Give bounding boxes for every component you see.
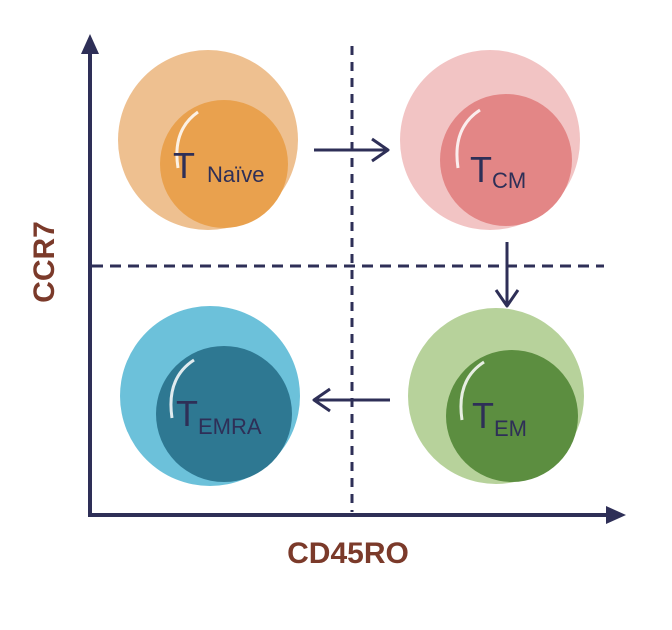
svg-text:TEMRA: TEMRA: [176, 393, 262, 439]
effector-memory-t-cell: TEM: [408, 308, 584, 484]
axes: [81, 34, 626, 524]
em-inner-circle: [446, 350, 578, 482]
cm-subscript: CM: [492, 168, 526, 193]
transition-arrows: [312, 137, 520, 413]
quadrant-dividers: [92, 46, 604, 512]
arrow-em-to-emra: [312, 387, 390, 413]
naive-t-cell: T Naïve: [118, 50, 298, 230]
naive-highlight: [175, 110, 199, 169]
naive-inner-circle: [160, 100, 288, 228]
emra-letter: T: [176, 393, 198, 434]
naive-subscript: Naïve: [207, 162, 264, 187]
arrow-naive-to-cm: [314, 137, 390, 163]
em-highlight: [459, 360, 485, 421]
x-axis-label: CD45RO: [287, 537, 409, 570]
arrow-cm-to-em: [494, 242, 520, 308]
cm-inner-circle: [440, 94, 572, 226]
em-letter: T: [472, 395, 494, 436]
emra-t-cell: TEMRA: [120, 306, 300, 486]
y-axis-arrowhead: [81, 34, 99, 54]
cm-letter: T: [470, 149, 492, 190]
emra-subscript: EMRA: [198, 414, 262, 439]
emra-inner-circle: [156, 346, 292, 482]
x-axis-arrowhead: [606, 506, 626, 524]
central-memory-t-cell: TCM: [400, 50, 580, 230]
y-axis-label: CCR7: [28, 221, 61, 303]
svg-text:TEM: TEM: [472, 395, 527, 441]
emra-highlight: [169, 358, 195, 419]
naive-letter: T: [173, 145, 195, 186]
cm-highlight: [455, 108, 481, 169]
svg-text:TCM: TCM: [470, 149, 526, 193]
em-subscript: EM: [494, 416, 527, 441]
